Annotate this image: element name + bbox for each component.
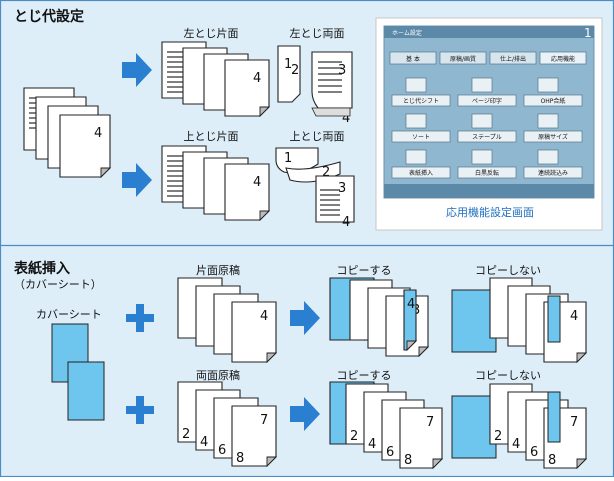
screen-button-5: 原稿サイズ [538, 133, 568, 141]
screen-button-3: ソート [412, 134, 430, 141]
page-number: 7 [570, 415, 578, 430]
page-number: 3 [338, 181, 346, 196]
page-number: 4 [342, 215, 350, 230]
label-top-single: 上とじ片面 [183, 130, 239, 143]
screen-button-6: 表紙挿入 [409, 169, 433, 177]
copy-yes-cover-back [403, 289, 418, 352]
back-page-number: 8 [404, 453, 412, 468]
page-number: 7 [260, 413, 268, 428]
page-number: 4 [342, 111, 350, 126]
cover-title: 表紙挿入 [14, 261, 70, 277]
screen-button-0: とじ代シフト [403, 97, 439, 105]
page-number: 3 [338, 63, 346, 78]
page-number: 1 [284, 151, 292, 166]
binding-title: とじ代設定 [14, 9, 84, 25]
label-double-original: 両面原稿 [196, 369, 240, 382]
page-number: 4 [260, 309, 268, 324]
label-copy-yes-1: コピーする [336, 264, 392, 277]
back-page-number: 6 [386, 445, 394, 460]
screen-tab-1: 原稿/画質 [450, 55, 476, 63]
left-double-pages: 12 3 4 [277, 45, 353, 126]
screen-tab-0: 基 本 [406, 55, 420, 63]
arrow-top [122, 163, 152, 197]
page-number: 1 [284, 57, 292, 72]
top-double-pages: 1 23 4 [275, 147, 355, 230]
label-copy-yes-2: コピーする [336, 369, 392, 382]
cover-sheet-label: カバーシート [36, 308, 102, 321]
back-page-number: 6 [530, 445, 538, 460]
double-original-page-7: 78 [231, 405, 278, 468]
page-number: 4 [253, 71, 261, 86]
page-number: 4 [94, 126, 102, 141]
copy-no-cover-front [451, 289, 497, 353]
arrow-left [122, 53, 152, 87]
copy-no2-cover-front [451, 395, 497, 459]
label-copy-no-2: コピーしない [475, 369, 541, 382]
page-number: 4 [570, 309, 578, 324]
cover-subtitle: （カバーシート） [14, 278, 102, 291]
page-number: 4 [253, 175, 261, 190]
screen-count: 1 [584, 26, 592, 40]
top-single-page-4: 4 [224, 163, 271, 222]
copy-no-cover-back [547, 295, 561, 343]
left-single-page-4: 4 [224, 59, 271, 118]
copy-yes2-page-7: 78 [399, 407, 444, 470]
screen-button-1: ページ印字 [472, 97, 502, 105]
plus-single [126, 304, 154, 332]
screen-button-4: ステープル [472, 134, 502, 141]
page-number: 2 [322, 165, 330, 180]
screen-button-7: 白黒反転 [475, 169, 499, 177]
screen-caption: 応用機能設定画面 [446, 206, 534, 219]
arrow-double [290, 397, 320, 431]
back-page-number: 8 [236, 451, 244, 466]
screen-button-8: 連続読込み [538, 169, 568, 177]
back-page-number: 6 [218, 443, 226, 458]
cover-sheet-back [67, 361, 105, 421]
page-number: 4 [407, 297, 415, 312]
page-number: 7 [426, 415, 434, 430]
label-left-single: 左とじ片面 [183, 27, 239, 40]
label-left-double: 左とじ両面 [289, 27, 345, 40]
original-page-4: 4 [59, 114, 112, 179]
screen-tab-2: 仕上/排出 [500, 55, 526, 63]
back-page-number: 8 [548, 453, 556, 468]
label-copy-no-1: コピーしない [475, 264, 541, 277]
arrow-single [290, 301, 320, 335]
single-original-page-4: 4 [231, 301, 278, 364]
back-page-number: 2 [350, 429, 358, 444]
page-number: 2 [291, 63, 299, 78]
label-top-double: 上とじ両面 [289, 130, 345, 143]
screen-button-2: OHP合紙 [541, 97, 566, 105]
screen-tab-3: 応用機能 [551, 55, 575, 63]
back-page-number: 4 [512, 437, 520, 452]
copy-no2-cover-back [547, 391, 561, 443]
back-page-number: 2 [494, 429, 502, 444]
label-single-original: 片面原稿 [196, 264, 240, 277]
back-page-number: 4 [368, 437, 376, 452]
back-page-number: 2 [182, 427, 190, 442]
plus-double [126, 396, 154, 424]
screen-title: ホーム設定 [392, 29, 422, 37]
back-page-number: 4 [200, 435, 208, 450]
